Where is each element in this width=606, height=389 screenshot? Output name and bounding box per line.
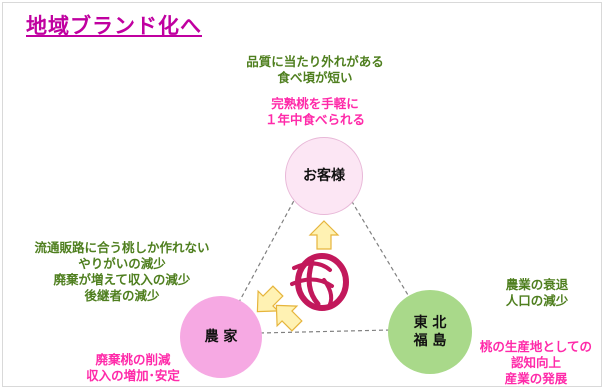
farmer-label: 農 家 [204, 329, 238, 345]
customer-issue-text: 品質に当たり外れがある 食べ頃が短い [240, 54, 390, 86]
customer-issue-line: 食べ頃が短い [277, 70, 353, 85]
farmer-benefit-line: 廃棄桃の削減 [95, 352, 171, 367]
arrow-up-left-icon [275, 304, 303, 332]
region-benefit-line: 桃の生産地としての [479, 339, 593, 354]
connector-farmer-region [259, 329, 391, 334]
customer-benefit-text: 完熟桃を手軽に １年中食べられる [250, 96, 380, 128]
region-issue-line: 人口の減少 [505, 293, 569, 308]
farmer-issue-line: 後継者の減少 [84, 288, 160, 303]
region-label-line: 東 北 [413, 315, 447, 331]
region-circle: 東 北 福 島 [388, 290, 472, 374]
region-benefit-text: 桃の生産地としての 認知向上 産業の発展 [470, 339, 602, 387]
customer-circle: お客様 [285, 137, 363, 215]
connector-customer-region [347, 194, 415, 306]
customer-benefit-line: １年中食べられる [264, 112, 365, 127]
customer-issue-line: 品質に当たり外れがある [246, 54, 384, 69]
farmer-benefit-text: 廃棄桃の削減 収入の増加･安定 [58, 352, 208, 384]
farmer-benefit-line: 収入の増加･安定 [86, 368, 180, 383]
peach-brand-logo [290, 253, 349, 311]
slide-title: 地域ブランド化へ [26, 14, 202, 38]
customer-label: お客様 [303, 168, 345, 184]
farmer-issue-line: やりがいの減少 [78, 256, 166, 271]
region-issue-text: 農業の衰退 人口の減少 [482, 277, 592, 309]
farmer-issue-text: 流通販路に合う桃しか作れない やりがいの減少 廃棄が増えて収入の減少 後継者の減… [22, 240, 222, 304]
region-issue-line: 農業の衰退 [505, 277, 569, 292]
arrow-up-icon [308, 220, 340, 250]
region-label-line: 福 島 [413, 333, 447, 349]
region-benefit-line: 産業の発展 [504, 371, 568, 386]
customer-benefit-line: 完熟桃を手軽に [271, 96, 359, 111]
farmer-issue-line: 廃棄が増えて収入の減少 [53, 272, 191, 287]
farmer-circle: 農 家 [180, 296, 262, 378]
region-benefit-line: 認知向上 [510, 355, 561, 370]
connector-customer-farmer [231, 194, 298, 316]
farmer-issue-line: 流通販路に合う桃しか作れない [34, 240, 210, 255]
slide-frame [2, 2, 602, 387]
